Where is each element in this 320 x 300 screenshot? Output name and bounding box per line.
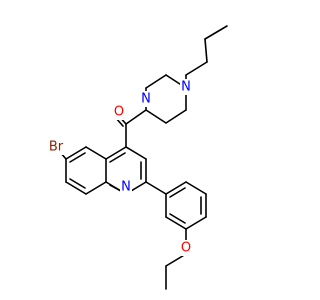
bond-q-c5-c6 <box>65 146 87 160</box>
butyl-nitrogen-label: N <box>181 80 191 95</box>
bond-q-c8a-n-inner <box>109 184 122 192</box>
bond-butyl-1 <box>204 25 228 40</box>
carbonyl-oxygen-label: O <box>114 105 124 120</box>
bond-amide-cn <box>125 109 147 125</box>
bond-q-c4a-c5 <box>85 146 107 160</box>
bromine-label: Br <box>49 140 64 155</box>
molecule-structure: Br O N N N O <box>45 25 228 290</box>
bond-ar-1-inner <box>169 187 186 198</box>
bond-layer <box>59 25 228 290</box>
quinoline-nitrogen-label: N <box>121 180 131 195</box>
amide-nitrogen-label: N <box>141 92 151 107</box>
bond-q-c7-c8-inner <box>69 178 86 189</box>
bond-ar-5 <box>165 216 187 230</box>
bond-q-c7-c8 <box>65 181 87 195</box>
bond-pip-5 <box>165 109 187 124</box>
bond-ar-4 <box>185 216 207 230</box>
atom-label-layer: Br O N N N O <box>45 79 192 256</box>
bond-q-c8-c8a <box>85 181 107 195</box>
carbonyl-oxygen-atom: O <box>113 104 125 120</box>
amide-nitrogen-atom: N <box>140 91 152 107</box>
bond-pip-2 <box>145 74 167 89</box>
butyl-nitrogen-atom: N <box>180 79 192 95</box>
ether-oxygen-atom: O <box>180 240 192 256</box>
ether-oxygen-label: O <box>181 241 191 256</box>
bond-pip-4 <box>145 109 167 124</box>
bromine-atom: Br <box>45 139 67 155</box>
bond-q-c4-c3 <box>125 146 147 160</box>
bond-q-c4a-c4 <box>105 146 127 160</box>
quinoline-nitrogen-atom: N <box>120 179 132 195</box>
bond-butyl-3 <box>185 61 208 76</box>
bond-ar-5-inner <box>169 213 186 224</box>
bond-ar-2 <box>185 181 207 195</box>
bond-c2-aryl <box>145 181 167 195</box>
bond-q-c5-c6-inner <box>69 152 86 163</box>
bond-ar-1 <box>165 181 187 195</box>
bond-butyl-2 <box>204 38 208 63</box>
bond-q-c4a-c4-inner <box>109 152 126 163</box>
